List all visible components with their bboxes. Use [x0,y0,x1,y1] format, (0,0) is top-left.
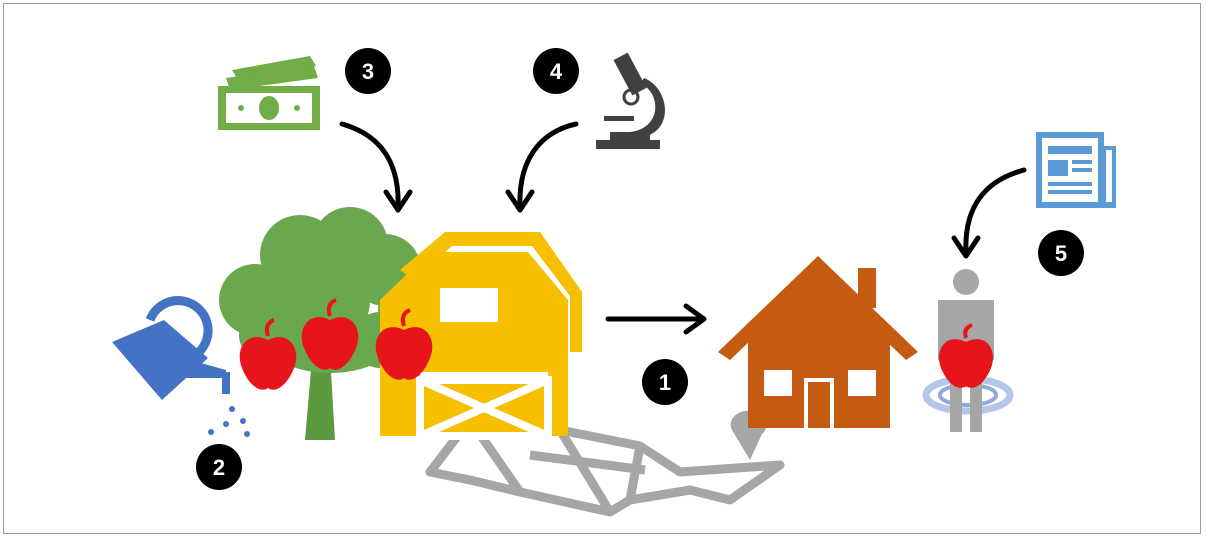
arrow-science-to-farm [508,124,576,210]
badge-1: 1 [642,359,688,405]
badge-3-label: 3 [362,59,374,84]
badge-5: 5 [1038,230,1084,276]
person-icon [926,269,1010,432]
house-icon [718,256,918,428]
badge-5-label: 5 [1055,241,1067,266]
badge-4: 4 [533,48,579,94]
arrow-money-to-farm [342,124,410,210]
badge-2-label: 2 [213,455,225,480]
arrow-farm-to-house [608,306,704,332]
badge-1-label: 1 [659,370,671,395]
newspaper-icon [1036,132,1116,208]
microscope-icon [596,53,665,149]
arrow-info-to-person [954,170,1024,256]
money-icon [218,56,320,130]
badge-4-label: 4 [550,59,563,84]
badge-3: 3 [345,48,391,94]
badge-2: 2 [196,444,242,490]
